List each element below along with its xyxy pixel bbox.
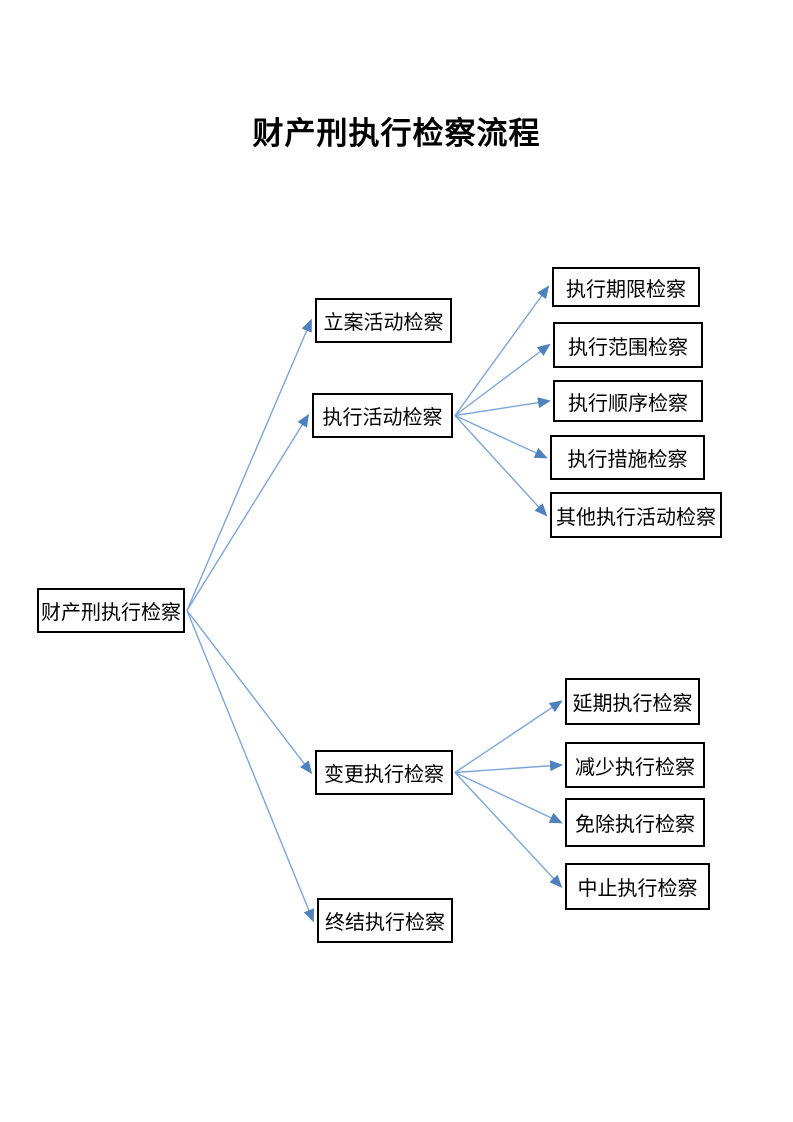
arrow-connector bbox=[186, 318, 312, 611]
flow-node-fanwei: 执行范围检察 bbox=[553, 322, 703, 368]
flow-node-label: 延期执行检察 bbox=[572, 693, 693, 715]
arrow-connector bbox=[186, 610, 314, 923]
arrow-connector bbox=[454, 772, 563, 888]
flow-node-label: 减少执行检察 bbox=[575, 756, 695, 779]
flow-node-label: 免除执行检察 bbox=[575, 814, 695, 836]
flow-node-label: 财产刑执行检察 bbox=[41, 602, 181, 624]
arrow-connector bbox=[186, 413, 310, 611]
flow-node-zhixing: 执行活动检察 bbox=[312, 393, 453, 438]
flow-node-label: 终结执行检察 bbox=[325, 912, 445, 934]
flow-node-mianchu: 免除执行检察 bbox=[565, 798, 705, 847]
flow-node-label: 执行顺序检察 bbox=[568, 392, 688, 415]
diagram-title: 财产刑执行检察流程 bbox=[252, 116, 541, 151]
flow-node-zhongzhi: 中止执行检察 bbox=[565, 863, 710, 910]
flow-node-label: 执行活动检察 bbox=[322, 407, 443, 429]
flow-node-label: 变更执行检察 bbox=[324, 764, 444, 786]
flow-node-label: 立案活动检察 bbox=[323, 312, 444, 334]
arrow-connector bbox=[454, 760, 563, 774]
arrow-connector bbox=[454, 343, 551, 417]
arrow-connector bbox=[186, 610, 313, 775]
flow-node-cuoshi: 执行措施检察 bbox=[550, 435, 705, 480]
flow-node-jianshao: 减少执行检察 bbox=[565, 742, 705, 788]
flow-node-qixian: 执行期限检察 bbox=[552, 267, 700, 307]
flow-node-label: 中止执行检察 bbox=[577, 878, 698, 900]
flow-node-root: 财产刑执行检察 bbox=[37, 588, 185, 633]
arrow-connector bbox=[454, 415, 548, 517]
arrow-connector bbox=[454, 285, 550, 416]
flow-node-label: 其他执行活动检察 bbox=[556, 506, 716, 529]
flow-node-label: 执行范围检察 bbox=[568, 336, 688, 359]
flow-node-biangeng: 变更执行检察 bbox=[315, 750, 453, 795]
arrow-connector bbox=[454, 700, 563, 774]
flow-node-label: 执行措施检察 bbox=[567, 449, 688, 471]
flow-node-shunxu: 执行顺序检察 bbox=[553, 380, 703, 422]
flow-node-label: 执行期限检察 bbox=[566, 278, 686, 301]
arrow-connector bbox=[454, 397, 551, 417]
flow-node-zhongjie: 终结执行检察 bbox=[317, 898, 453, 943]
flow-node-lian: 立案活动检察 bbox=[315, 298, 452, 343]
flow-node-qita: 其他执行活动检察 bbox=[550, 492, 722, 538]
arrow-connector bbox=[454, 771, 563, 824]
arrow-connector bbox=[454, 414, 548, 459]
flow-node-yanqi: 延期执行检察 bbox=[565, 678, 700, 725]
